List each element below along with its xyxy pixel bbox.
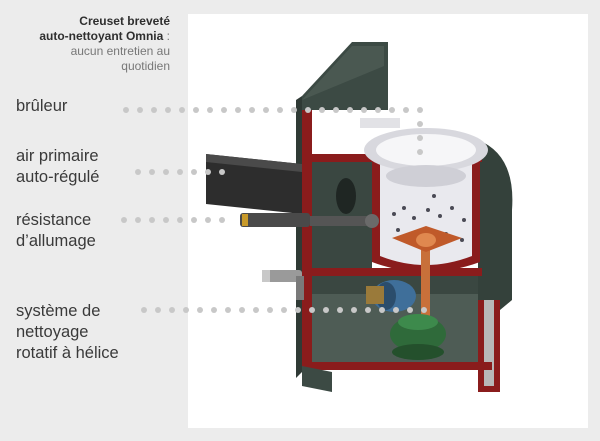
label-resistance-line2: d’allumage (16, 232, 96, 250)
green-motor-top (398, 314, 438, 330)
label-air-line1: air primaire (16, 147, 99, 165)
bottom-flange (302, 366, 332, 392)
back-plate-edge (296, 96, 302, 378)
label-nettoyage-line2: nettoyage (16, 323, 89, 341)
label-nettoyage-line3: rotatif à hélice (16, 344, 119, 362)
label-air-primaire: air primaire auto-régulé (16, 146, 99, 188)
label-resistance: résistance d’allumage (16, 210, 96, 252)
label-bruleur: brûleur (16, 96, 67, 117)
air-inlet-hole (336, 178, 356, 214)
caption-subtitle-line2: quotidien (121, 59, 170, 73)
air-chamber (312, 162, 372, 268)
label-nettoyage: système de nettoyage rotatif à hélice (16, 301, 119, 364)
caption-title-line1: Creuset breveté (79, 14, 170, 28)
ignition-rod (310, 216, 370, 226)
frame-bottom-shelf (302, 362, 492, 370)
leader-dots (121, 107, 427, 313)
crucible-opening (376, 134, 476, 166)
green-motor-base (392, 344, 444, 360)
crucible-lid-edge (360, 118, 400, 128)
helix-hub (416, 233, 436, 247)
caption-colon: : (163, 29, 170, 43)
frame-mid-shelf (302, 268, 482, 276)
leader-bruleur (123, 107, 423, 155)
label-bruleur-line1: brûleur (16, 97, 68, 115)
caption-title-text: auto-nettoyant Omnia (39, 29, 164, 43)
air-pipe-highlight (206, 154, 302, 172)
crucible-inner-ring (386, 165, 466, 187)
frame-left-wall (302, 110, 312, 366)
ignition-tip (242, 214, 248, 226)
blue-motor-mount (366, 286, 384, 304)
label-resistance-line1: résistance (16, 211, 92, 229)
helix-rod (421, 238, 430, 318)
side-sensor-bracket (296, 276, 304, 300)
caption-header: Creuset breveté auto-nettoyant Omnia : a… (0, 14, 170, 74)
label-air-line2: auto-régulé (16, 168, 100, 186)
caption-title-line2: auto-nettoyant Omnia : (0, 29, 170, 44)
back-plate-highlight (302, 46, 384, 100)
label-nettoyage-line1: système de (16, 302, 101, 320)
caption-subtitle-line1: aucun entretien au (70, 44, 170, 58)
leader-nettoyage (141, 307, 427, 313)
ignition-tube (240, 213, 310, 227)
side-sensor-cap (262, 270, 270, 282)
right-housing-face (484, 300, 494, 386)
leader-resistance (121, 217, 225, 223)
leader-air (135, 169, 225, 175)
side-sensor (262, 270, 302, 282)
ignition-end (365, 214, 379, 228)
